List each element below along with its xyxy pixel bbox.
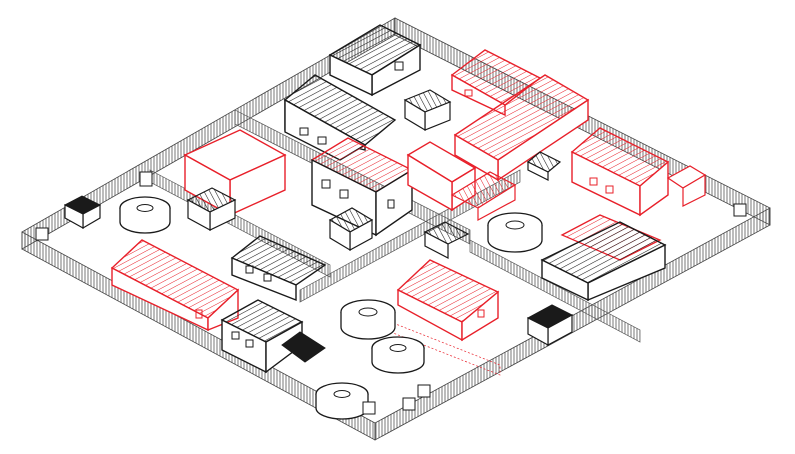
water-tank-icon — [372, 337, 424, 373]
house-icon — [398, 260, 498, 340]
water-tank-icon — [316, 383, 375, 419]
water-tank-icon — [341, 300, 395, 339]
water-tank-icon — [488, 213, 542, 252]
shed-icon — [405, 90, 450, 130]
